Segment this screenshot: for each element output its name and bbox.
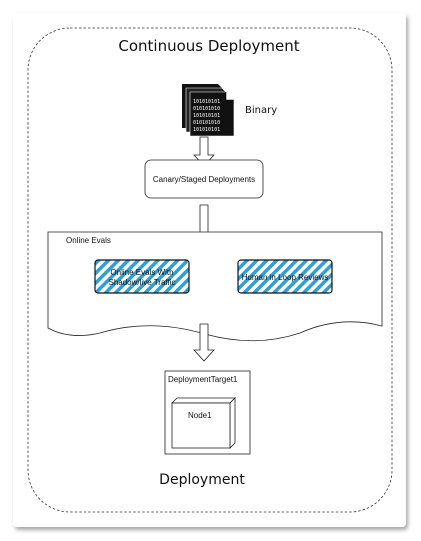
binary-label: Binary (245, 105, 277, 116)
online-evals-box1-line1: Online Evals With (110, 268, 173, 277)
canary-staged-deployments-box (144, 159, 264, 199)
deployment-target-label: DeploymentTarget1 (168, 375, 238, 384)
diagram-title: Continuous Deployment (118, 37, 299, 55)
node-box (171, 397, 236, 449)
node-label: Node1 (188, 411, 212, 420)
deployment-footer-label: Deployment (159, 472, 245, 488)
online-evals-shadow-traffic-box (94, 259, 190, 294)
online-evals-box1-line2: Shadow/live Traffic (109, 278, 176, 287)
human-in-loop-reviews-box (237, 259, 333, 294)
svg-text:101010101: 101010101 (193, 113, 220, 119)
online-evals-box2-label: Human in Loop Reviews (242, 273, 329, 282)
online-evals-label: Online Evals (66, 236, 111, 245)
binary-file-icon: 101010101 010101010 101010101 010101010 … (182, 84, 235, 137)
svg-text:010101010: 010101010 (193, 120, 220, 126)
canary-label: Canary/Staged Deployments (153, 175, 255, 184)
svg-text:010101010: 010101010 (193, 106, 220, 112)
arrow-online-evals-to-deployment-target (193, 323, 215, 362)
svg-text:101010101: 101010101 (193, 99, 220, 105)
svg-text:101010101: 101010101 (193, 127, 220, 133)
